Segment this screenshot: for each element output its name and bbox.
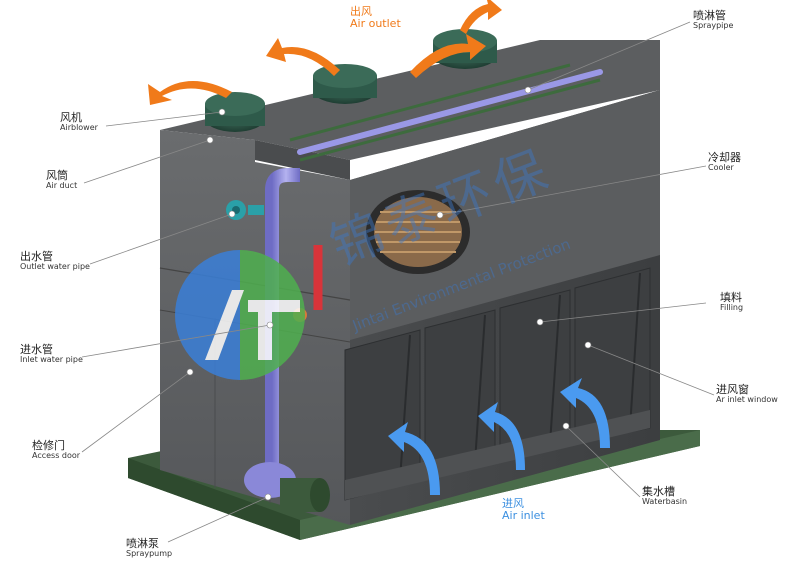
vertical-pipes xyxy=(226,168,323,480)
top-frame xyxy=(289,63,601,162)
brand-logo xyxy=(175,250,305,380)
label-access-door: 检修门 Access door xyxy=(32,439,81,461)
label-air-duct: 风筒 Air duct xyxy=(46,169,78,191)
label-air-duct-zh: 风筒 xyxy=(46,169,68,182)
label-spray-pipe-en: Spraypipe xyxy=(693,21,734,31)
label-outlet-water-pipe: 出水管 Outlet water pipe xyxy=(20,250,90,272)
label-air-inlet-window-en: Ar inlet window xyxy=(716,395,778,405)
label-air-inlet-en: Air inlet xyxy=(502,509,545,523)
label-air-outlet-zh: 出风 xyxy=(350,5,372,18)
label-spray-pipe-zh: 喷淋管 xyxy=(693,9,726,22)
spray-pump xyxy=(244,462,330,512)
front-right-face xyxy=(344,90,660,525)
label-air-blower-zh: 风机 xyxy=(60,111,82,124)
label-inlet-water-pipe-zh: 进水管 xyxy=(20,343,53,356)
label-filling: 填料 Filling xyxy=(720,291,744,313)
label-air-inlet-window: 进风窗 Ar inlet window xyxy=(716,383,778,405)
label-cooler-zh: 冷却器 xyxy=(708,151,741,164)
label-spray-pump-en: Spraypump xyxy=(126,549,173,559)
label-air-duct-en: Air duct xyxy=(46,181,78,191)
label-air-blower: 风机 Airblower xyxy=(60,111,98,133)
label-air-inlet-zh: 进风 xyxy=(502,497,524,510)
label-air-blower-en: Airblower xyxy=(60,123,98,133)
label-spray-pump-zh: 喷淋泵 xyxy=(126,537,159,550)
air-inlet-arrows xyxy=(388,378,610,495)
leader-dots xyxy=(186,86,592,501)
label-access-door-en: Access door xyxy=(32,451,81,461)
label-air-inlet: 进风 Air inlet xyxy=(502,497,545,523)
label-air-inlet-window-zh: 进风窗 xyxy=(716,383,749,396)
label-filling-en: Filling xyxy=(720,303,744,313)
label-air-outlet-en: Air outlet xyxy=(350,17,401,31)
label-inlet-water-pipe-en: Inlet water pipe xyxy=(20,355,83,365)
label-outlet-water-pipe-en: Outlet water pipe xyxy=(20,262,90,272)
label-cooler: 冷却器 Cooler xyxy=(708,151,741,173)
air-outlet-arrows xyxy=(148,0,502,105)
leader-lines xyxy=(81,21,715,543)
label-access-door-zh: 检修门 xyxy=(32,439,65,452)
label-spray-pump: 喷淋泵 Spraypump xyxy=(126,537,173,559)
label-air-outlet: 出风 Air outlet xyxy=(350,5,401,31)
label-filling-zh: 填料 xyxy=(720,291,742,304)
label-spray-pipe: 喷淋管 Spraypipe xyxy=(693,9,734,31)
label-water-basin-zh: 集水槽 xyxy=(642,485,675,498)
label-inlet-water-pipe: 进水管 Inlet water pipe xyxy=(20,343,83,365)
label-outlet-water-pipe-zh: 出水管 xyxy=(20,250,53,263)
label-water-basin: 集水槽 Waterbasin xyxy=(642,485,688,507)
spray-pipe-top xyxy=(297,69,603,155)
label-water-basin-en: Waterbasin xyxy=(642,497,688,507)
label-cooler-en: Cooler xyxy=(708,163,734,173)
